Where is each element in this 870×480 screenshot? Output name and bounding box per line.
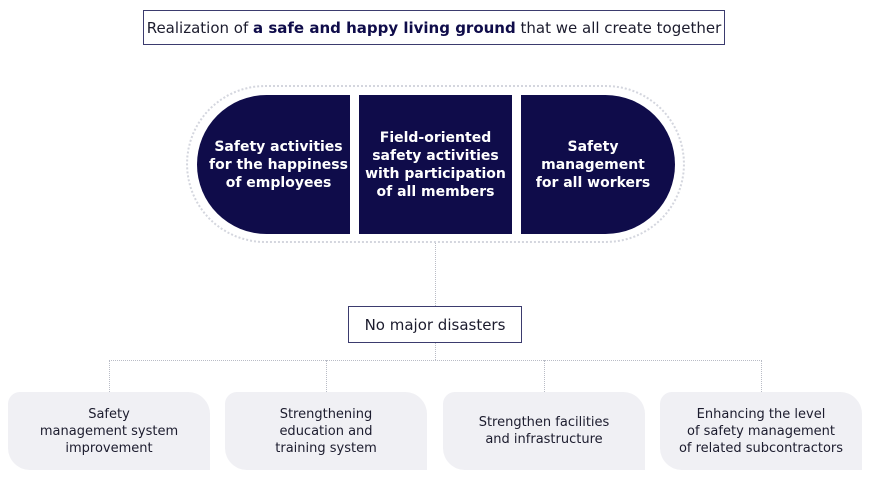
connector-strategy-1 bbox=[109, 360, 110, 392]
pillar-all-workers: Safety management for all workers bbox=[521, 95, 675, 234]
vision-title-prefix: Realization of bbox=[146, 18, 253, 37]
connector-goal-down bbox=[435, 343, 436, 360]
pillar-employee-happiness: Safety activities for the happiness of e… bbox=[197, 95, 350, 234]
pillar-field-oriented: Field-oriented safety activities with pa… bbox=[359, 95, 512, 234]
connector-strategies-bar bbox=[109, 360, 762, 361]
connector-strategy-3 bbox=[544, 360, 545, 392]
vision-title: Realization of a safe and happy living g… bbox=[143, 10, 725, 45]
vision-title-suffix: that we all create together bbox=[515, 18, 722, 37]
strategy-subcontractors: Enhancing the level of safety management… bbox=[660, 392, 862, 470]
vision-title-highlight: a safe and happy living ground bbox=[253, 18, 516, 37]
pillars-frame bbox=[186, 85, 685, 243]
strategy-facilities-infrastructure: Strengthen facilities and infrastructure bbox=[443, 392, 645, 470]
connector-strategy-2 bbox=[326, 360, 327, 392]
connector-strategy-4 bbox=[761, 360, 762, 392]
strategy-education-training: Strengthening education and training sys… bbox=[225, 392, 427, 470]
connector-pillars-to-goal bbox=[435, 243, 436, 306]
goal-box: No major disasters bbox=[348, 306, 522, 343]
strategy-management-system: Safety management system improvement bbox=[8, 392, 210, 470]
